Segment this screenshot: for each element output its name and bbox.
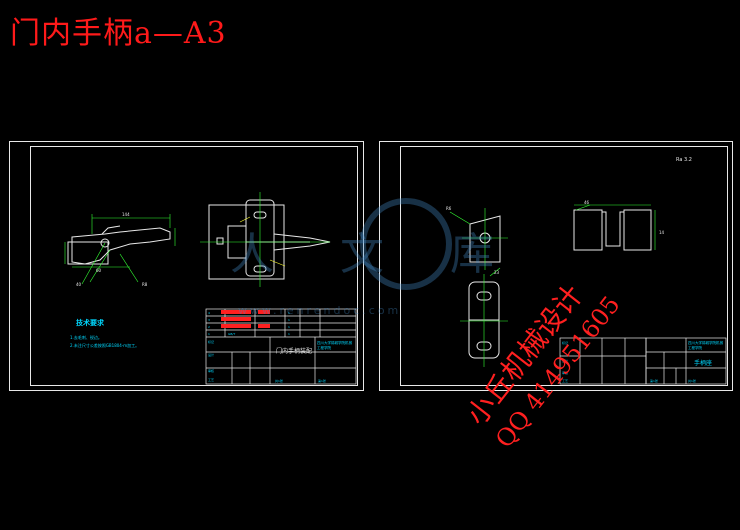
svg-text:2: 2 bbox=[208, 325, 210, 329]
svg-text:R8: R8 bbox=[142, 282, 148, 287]
svg-text:3: 3 bbox=[208, 318, 210, 322]
svg-text:审核: 审核 bbox=[562, 370, 568, 375]
svg-text:1: 1 bbox=[288, 332, 290, 336]
right-company-name: 四川大学锦城学院机械工程学院 bbox=[688, 341, 723, 350]
base-section-view bbox=[573, 209, 652, 251]
left-drawing-sheet[interactable]: 144 60 40 R8 bbox=[9, 141, 364, 391]
right-drawing-name: 手柄座 bbox=[694, 360, 713, 367]
svg-text:工艺: 工艺 bbox=[208, 377, 214, 382]
left-parts-highlight bbox=[221, 310, 270, 328]
left-sheet-drawing: 144 60 40 R8 bbox=[64, 192, 357, 385]
left-drawing-name: 门内手柄装配 bbox=[276, 348, 313, 355]
svg-text:第1张: 第1张 bbox=[650, 378, 658, 383]
svg-text:60: 60 bbox=[96, 268, 102, 273]
svg-text:23: 23 bbox=[494, 270, 500, 275]
right-title-block bbox=[559, 337, 727, 385]
handle-side-view bbox=[67, 225, 171, 265]
svg-text:标记: 标记 bbox=[562, 340, 568, 345]
svg-text:1: 1 bbox=[208, 332, 210, 336]
svg-text:1: 1 bbox=[288, 325, 290, 329]
handle-dimensions bbox=[64, 214, 176, 285]
watermark-logo-ring bbox=[360, 198, 452, 290]
svg-text:R6: R6 bbox=[446, 206, 452, 211]
left-company-name: 四川大学锦城学院机械工程学院 bbox=[317, 341, 352, 350]
left-tech-line-2: 2.未注尺寸公差按照GB1804-m加工。 bbox=[70, 343, 140, 348]
svg-text:144: 144 bbox=[122, 212, 130, 217]
svg-text:GB/T: GB/T bbox=[228, 332, 235, 336]
left-tech-line-1: 1.去毛刺、锐边。 bbox=[70, 335, 102, 340]
svg-text:46: 46 bbox=[584, 200, 590, 205]
watermark-url: www.renrendoc.com bbox=[238, 304, 402, 317]
svg-text:设计: 设计 bbox=[208, 352, 214, 357]
svg-text:14: 14 bbox=[659, 230, 665, 235]
svg-text:共1张: 共1张 bbox=[688, 378, 696, 383]
svg-text:40: 40 bbox=[76, 282, 82, 287]
svg-text:1: 1 bbox=[288, 311, 290, 315]
svg-text:设计: 设计 bbox=[562, 358, 568, 363]
svg-text:第1张: 第1张 bbox=[318, 378, 326, 383]
drawing-title: 门内手柄a—A3 bbox=[10, 16, 227, 51]
svg-text:审核: 审核 bbox=[208, 368, 214, 373]
left-title-block bbox=[205, 308, 357, 385]
svg-text:共1张: 共1张 bbox=[275, 378, 283, 383]
left-tech-heading: 技术要求 bbox=[76, 318, 104, 327]
svg-text:4: 4 bbox=[208, 311, 210, 315]
svg-text:工艺: 工艺 bbox=[562, 378, 568, 383]
roughness-symbol: Ra 3.2 bbox=[676, 157, 692, 163]
left-sheet-border bbox=[30, 146, 358, 386]
svg-text:1: 1 bbox=[288, 318, 290, 322]
svg-text:标记: 标记 bbox=[208, 339, 214, 344]
